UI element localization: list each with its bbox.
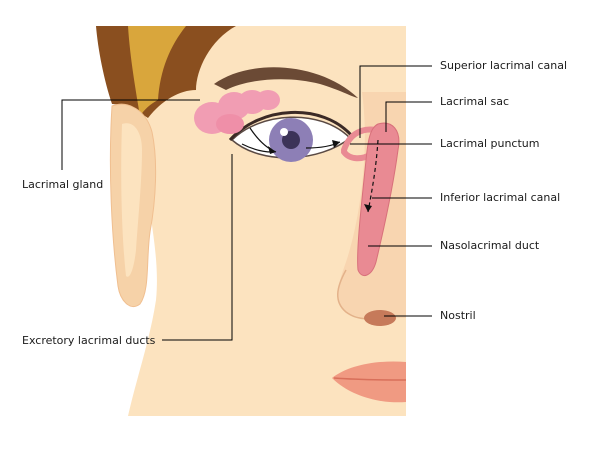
label-superior-lacrimal-canal: Superior lacrimal canal	[440, 59, 568, 72]
hair-highlight	[128, 26, 186, 116]
label-excretory-lacrimal-ducts: Excretory lacrimal ducts	[22, 334, 156, 347]
upper-eyelid	[228, 110, 354, 141]
label-lacrimal-punctum: Lacrimal punctum	[440, 137, 540, 150]
lacrimal-sac-and-duct	[357, 122, 400, 277]
eye-highlight	[280, 128, 288, 136]
leader-lacrimal-gland	[61, 99, 200, 170]
label-nasolacrimal-duct: Nasolacrimal duct	[440, 239, 540, 252]
lacrimal-gland-shape	[194, 90, 280, 134]
face-illustration	[96, 26, 407, 416]
leader-lacrimal-sac	[385, 101, 432, 132]
leader-lines	[61, 65, 432, 341]
lips-line	[333, 377, 407, 381]
label-inferior-lacrimal-canal: Inferior lacrimal canal	[440, 191, 561, 204]
nostril-shape	[364, 310, 396, 326]
leader-excretory-ducts	[162, 154, 233, 341]
label-lacrimal-sac: Lacrimal sac	[440, 95, 510, 108]
ear-inner	[121, 123, 142, 277]
leader-superior-canal	[359, 65, 432, 138]
label-lacrimal-gland: Lacrimal gland	[22, 178, 104, 191]
arrow-heads	[268, 140, 372, 212]
eyebrow	[214, 67, 358, 98]
lips	[332, 361, 406, 403]
pupil	[282, 131, 300, 149]
label-nostril: Nostril	[440, 309, 476, 322]
